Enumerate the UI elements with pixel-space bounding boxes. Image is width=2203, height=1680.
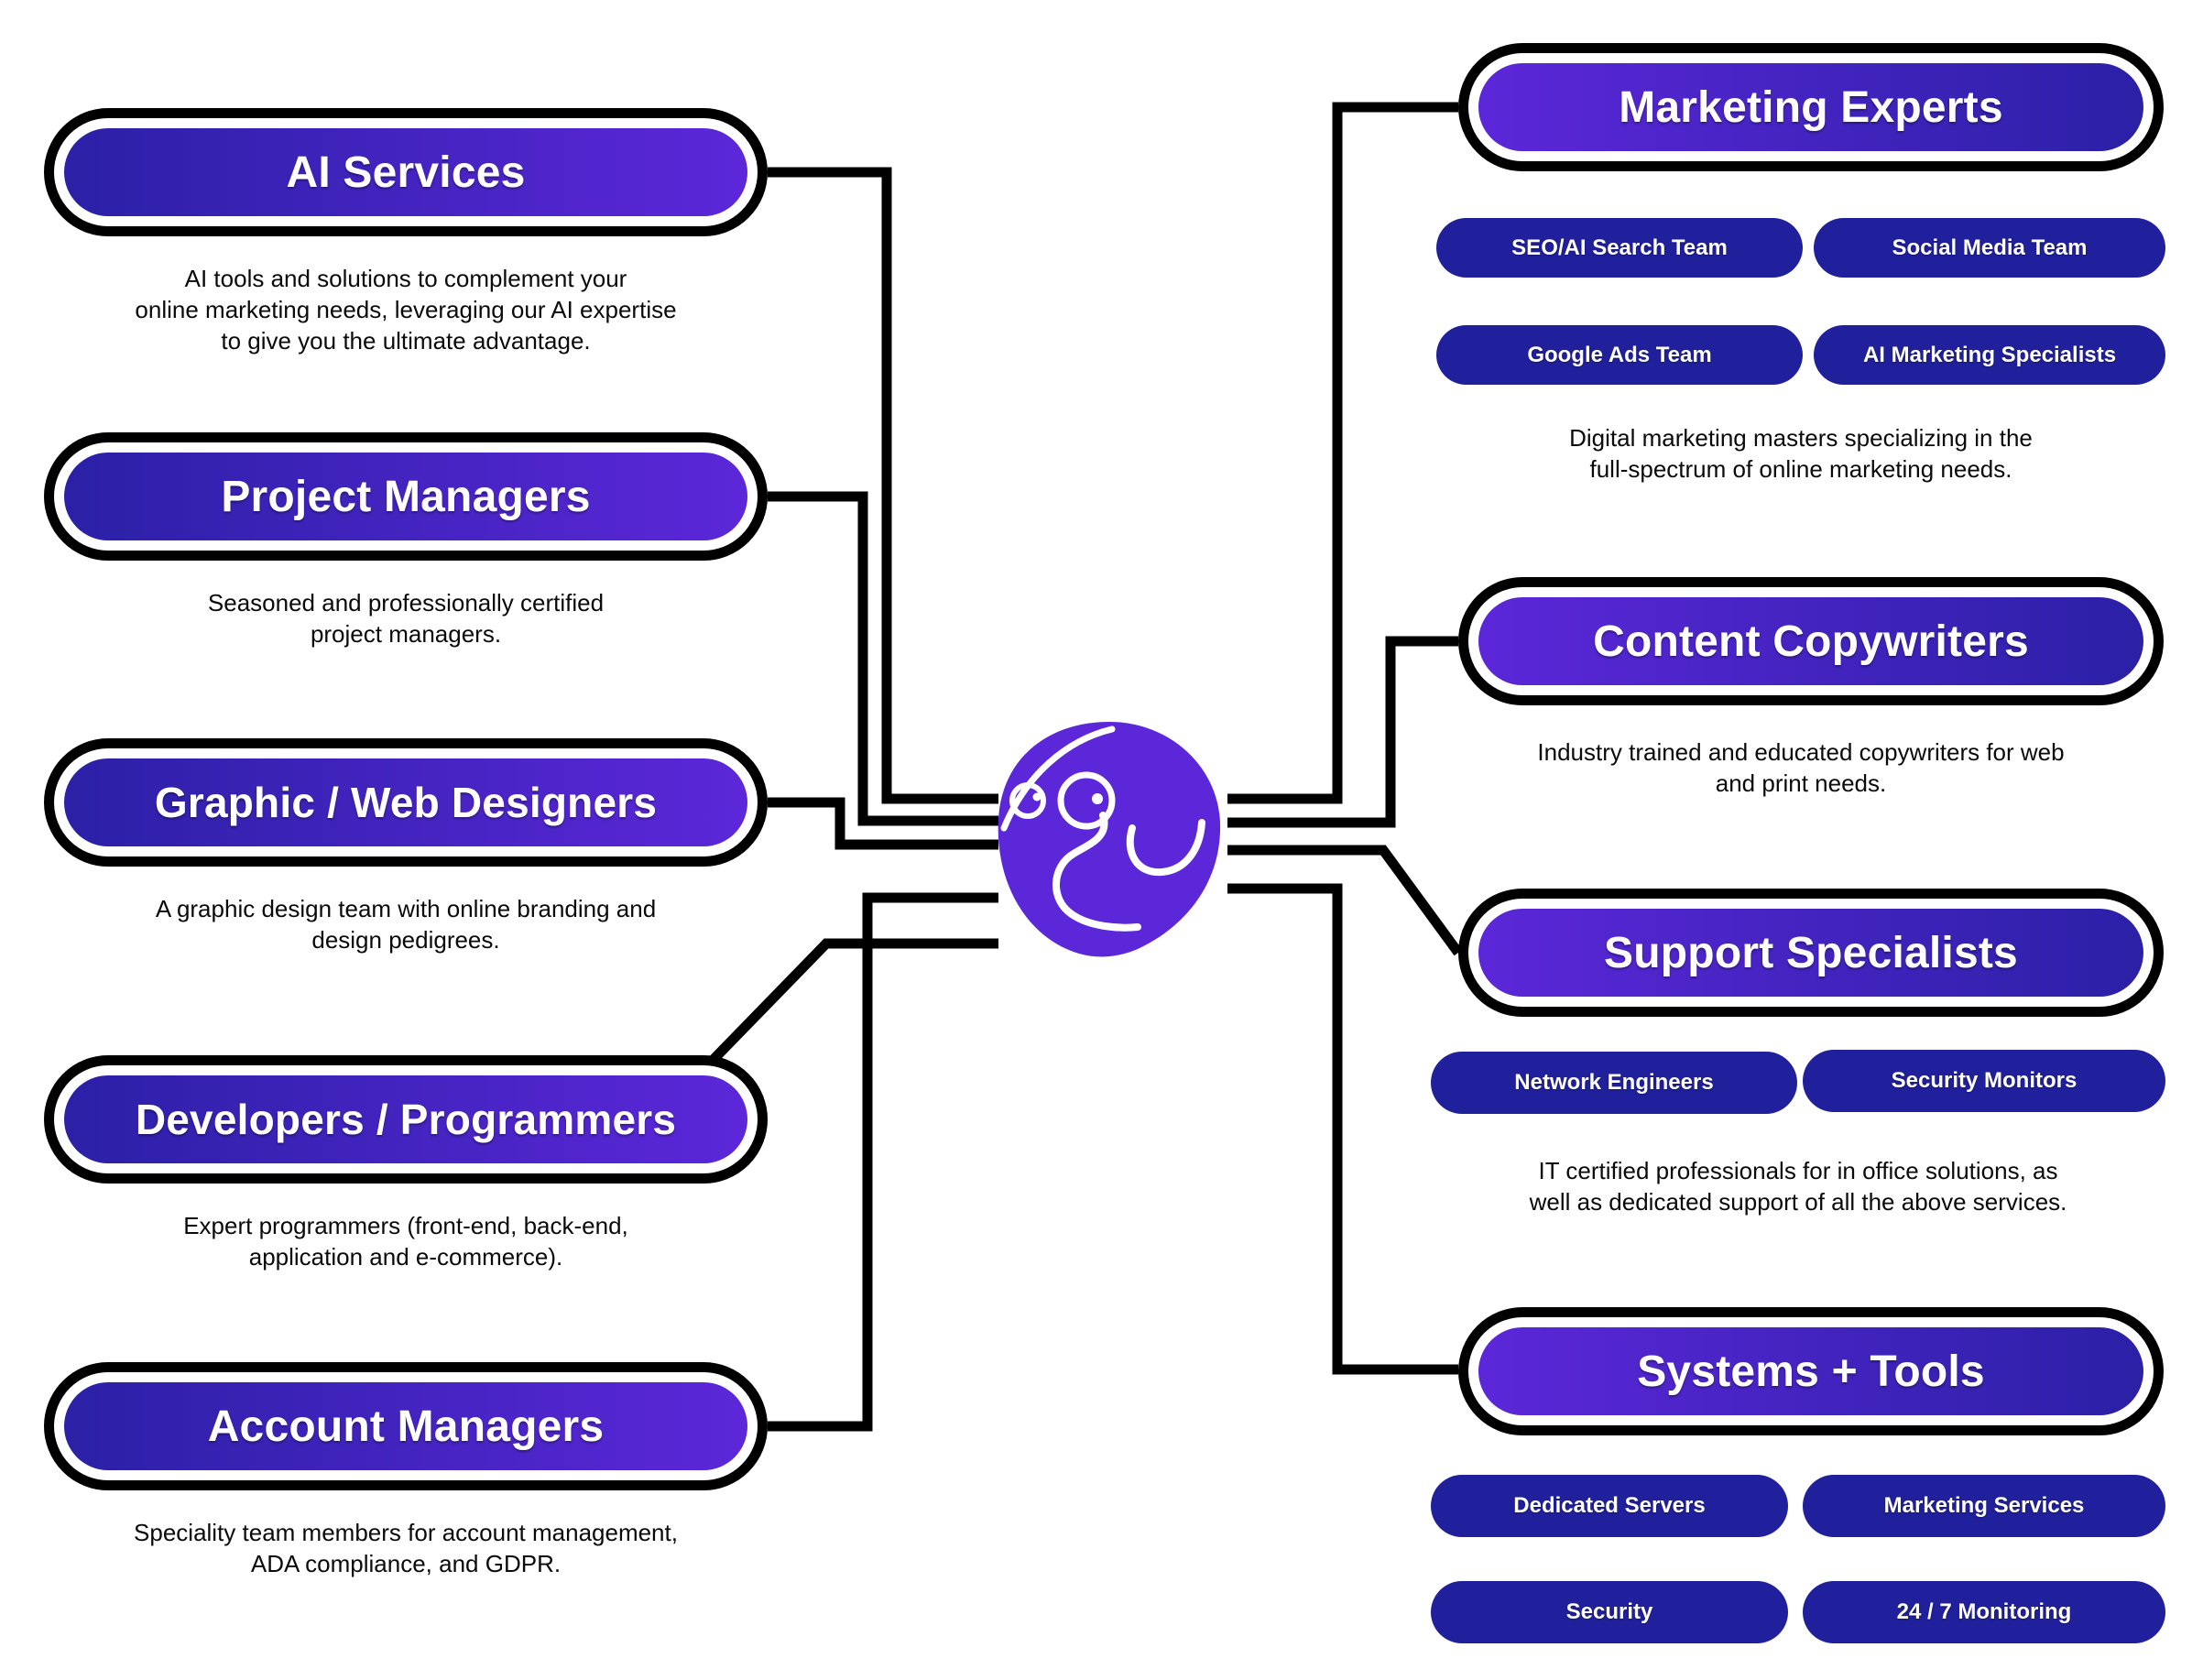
subpill-label: Marketing Services bbox=[1883, 1493, 2085, 1518]
node-ai-services-fill: AI Services bbox=[64, 128, 747, 216]
node-support-specialists-fill: Support Specialists bbox=[1478, 909, 2143, 997]
caption-account-managers: Speciality team members for account mana… bbox=[134, 1519, 678, 1577]
subpill-ai-marketing-specialists[interactable]: AI Marketing Specialists bbox=[1814, 325, 2165, 385]
subpill-marketing-services[interactable]: Marketing Services bbox=[1803, 1475, 2165, 1537]
link-developers-programmers bbox=[691, 938, 998, 1083]
node-marketing-experts[interactable]: Marketing Experts bbox=[1458, 43, 2164, 171]
subpill-google-ads-team[interactable]: Google Ads Team bbox=[1436, 325, 1803, 385]
node-systems-tools[interactable]: Systems + Tools bbox=[1458, 1307, 2164, 1435]
subpill-label: Social Media Team bbox=[1892, 235, 2088, 260]
subpill-label: 24 / 7 Monitoring bbox=[1896, 1599, 2072, 1624]
subpill-security-monitors[interactable]: Security Monitors bbox=[1803, 1050, 2165, 1112]
subpill-seo-ai-search-team[interactable]: SEO/AI Search Team bbox=[1436, 218, 1803, 278]
node-developers-programmers-fill: Developers / Programmers bbox=[64, 1075, 747, 1163]
link-ai-services bbox=[768, 167, 998, 804]
node-account-managers-label: Account Managers bbox=[207, 1402, 605, 1451]
node-ai-services[interactable]: AI Services bbox=[44, 108, 768, 236]
node-marketing-experts-label: Marketing Experts bbox=[1619, 82, 2003, 132]
link-systems-tools bbox=[1227, 883, 1458, 1375]
subpill-label: Google Ads Team bbox=[1527, 342, 1712, 367]
subpill-label: Dedicated Servers bbox=[1513, 1493, 1706, 1518]
subpill-dedicated-servers[interactable]: Dedicated Servers bbox=[1431, 1475, 1788, 1537]
caption-content-copywriters: Industry trained and educated copywriter… bbox=[1537, 738, 2065, 797]
node-systems-tools-fill: Systems + Tools bbox=[1478, 1327, 2143, 1415]
caption-marketing-experts: Digital marketing masters specializing i… bbox=[1569, 424, 2033, 483]
node-content-copywriters[interactable]: Content Copywriters bbox=[1458, 577, 2164, 705]
subpill-label: AI Marketing Specialists bbox=[1862, 342, 2117, 367]
subpill-24-7-monitoring[interactable]: 24 / 7 Monitoring bbox=[1803, 1581, 2165, 1643]
node-content-copywriters-fill: Content Copywriters bbox=[1478, 597, 2143, 685]
node-account-managers[interactable]: Account Managers bbox=[44, 1362, 768, 1490]
node-account-managers-fill: Account Managers bbox=[64, 1382, 747, 1470]
link-content-copywriters bbox=[1227, 636, 1458, 828]
node-project-managers[interactable]: Project Managers bbox=[44, 432, 768, 561]
caption-graphic-web-designers: A graphic design team with online brandi… bbox=[155, 895, 657, 954]
node-support-specialists-label: Support Specialists bbox=[1604, 928, 2018, 977]
subpill-security[interactable]: Security bbox=[1431, 1581, 1788, 1643]
caption-project-managers: Seasoned and professionally certified pr… bbox=[207, 589, 605, 648]
elephant-head-logo bbox=[995, 720, 1224, 960]
link-graphic-web-designers bbox=[768, 797, 998, 850]
subpill-label: Network Engineers bbox=[1514, 1070, 1714, 1095]
node-developers-programmers[interactable]: Developers / Programmers bbox=[44, 1055, 768, 1184]
subpill-network-engineers[interactable]: Network Engineers bbox=[1431, 1052, 1797, 1114]
node-content-copywriters-label: Content Copywriters bbox=[1593, 616, 2029, 666]
node-graphic-web-designers[interactable]: Graphic / Web Designers bbox=[44, 738, 768, 867]
node-ai-services-label: AI Services bbox=[286, 147, 526, 197]
subpill-social-media-team[interactable]: Social Media Team bbox=[1814, 218, 2165, 278]
link-marketing-experts bbox=[1227, 102, 1458, 804]
link-account-managers bbox=[768, 892, 998, 1432]
caption-developers-programmers: Expert programmers (front-end, back-end,… bbox=[183, 1212, 628, 1271]
caption-ai-services: AI tools and solutions to complement you… bbox=[135, 265, 677, 355]
subpill-label: SEO/AI Search Team bbox=[1511, 235, 1728, 260]
node-systems-tools-label: Systems + Tools bbox=[1637, 1347, 1985, 1396]
node-project-managers-fill: Project Managers bbox=[64, 453, 747, 540]
node-graphic-web-designers-label: Graphic / Web Designers bbox=[154, 779, 658, 826]
link-support-specialists bbox=[1227, 845, 1463, 956]
node-graphic-web-designers-fill: Graphic / Web Designers bbox=[64, 758, 747, 846]
node-support-specialists[interactable]: Support Specialists bbox=[1458, 889, 2164, 1017]
subpill-label: Security bbox=[1565, 1599, 1653, 1624]
node-marketing-experts-fill: Marketing Experts bbox=[1478, 63, 2143, 151]
node-developers-programmers-label: Developers / Programmers bbox=[135, 1096, 677, 1143]
subpill-label: Security Monitors bbox=[1891, 1068, 2078, 1093]
link-project-managers bbox=[768, 491, 998, 826]
node-project-managers-label: Project Managers bbox=[221, 472, 591, 521]
caption-support-specialists: IT certified professionals for in office… bbox=[1529, 1157, 2067, 1216]
